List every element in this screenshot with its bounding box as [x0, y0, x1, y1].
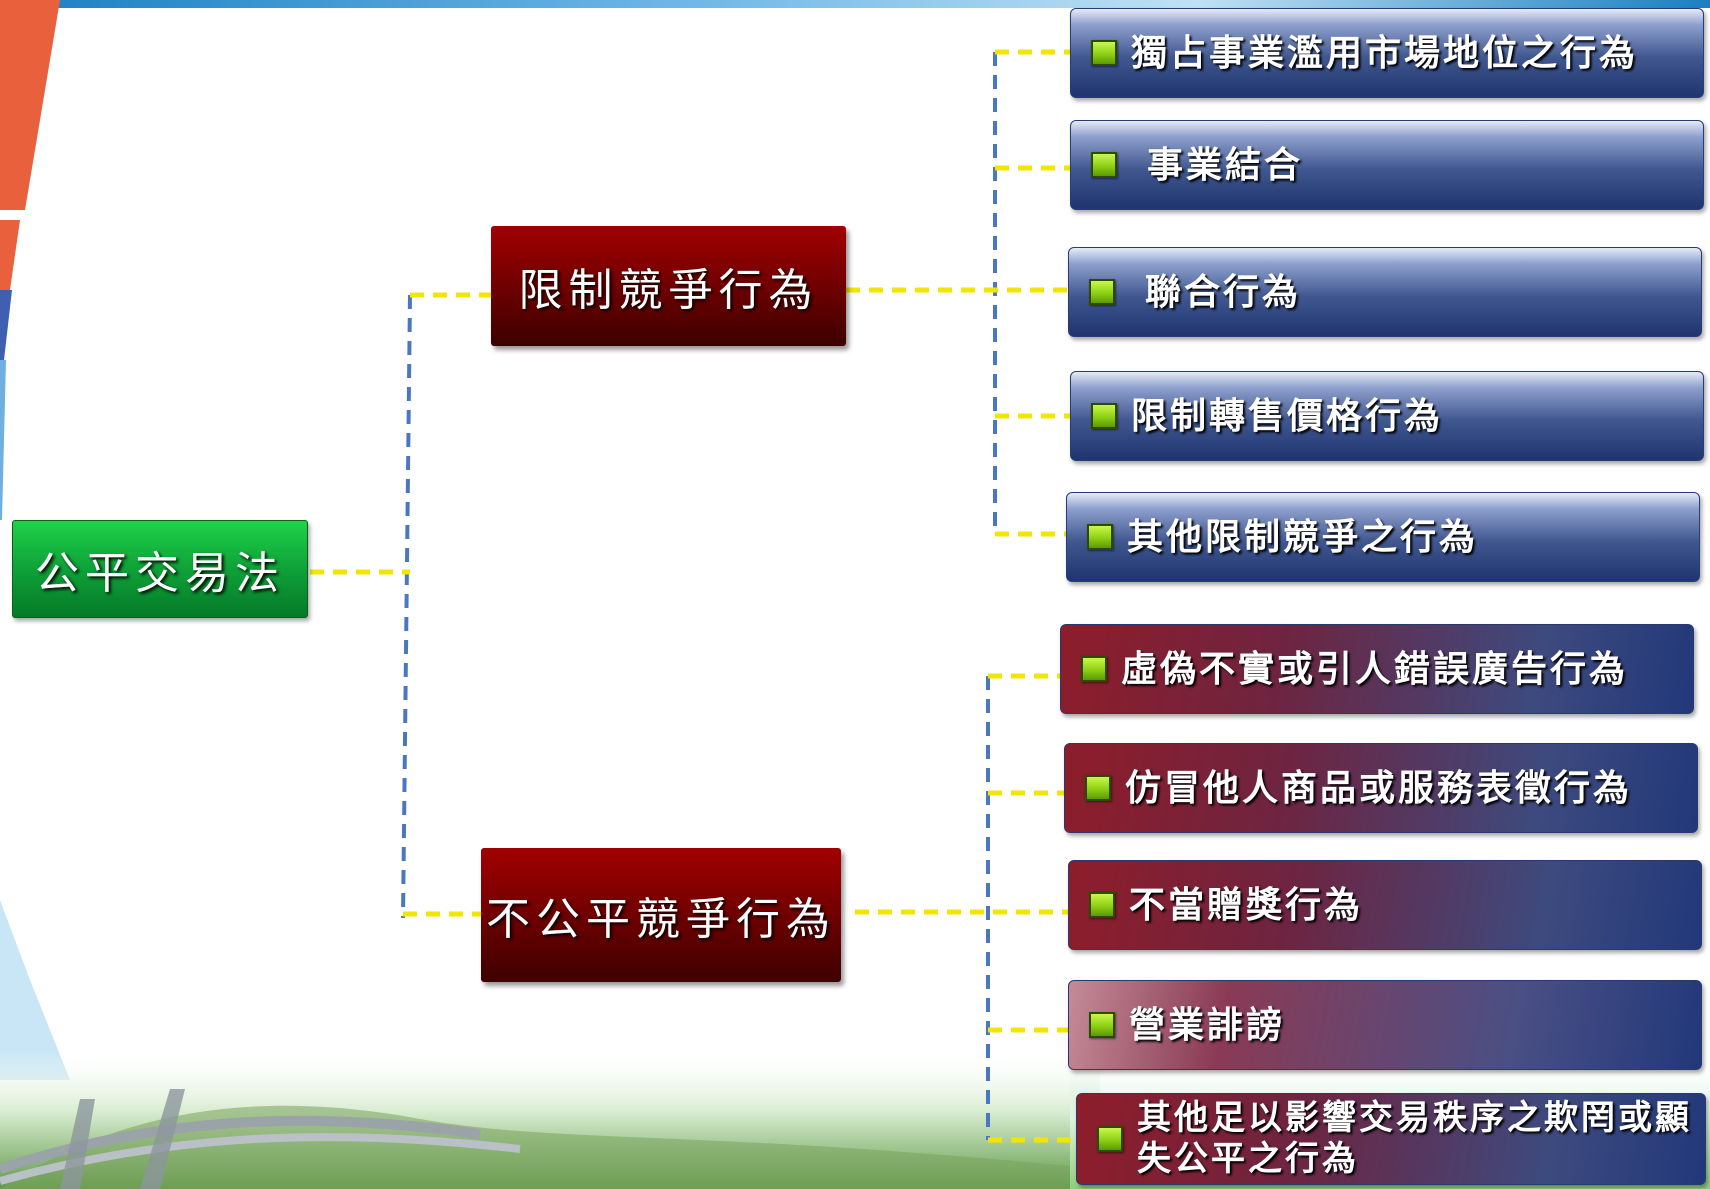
leaf-node: 其他限制競爭之行為	[1066, 492, 1700, 582]
root-spine-line	[401, 294, 412, 919]
leaf-node: 聯合行為	[1068, 247, 1702, 337]
green-square-bullet-icon	[1089, 1012, 1115, 1038]
leaf-node: 仿冒他人商品或服務表徵行為	[1064, 743, 1698, 833]
leaf-node: 獨占事業濫用市場地位之行為	[1070, 8, 1704, 98]
leaf-node: 限制轉售價格行為	[1070, 371, 1704, 461]
leaf-label: 仿冒他人商品或服務表徵行為	[1125, 767, 1633, 809]
leaf-node: 事業結合	[1070, 120, 1704, 210]
left-decorative-stripes	[0, 0, 70, 1080]
leaf-label: 營業誹謗	[1129, 1004, 1286, 1046]
leaf-node: 其他足以影響交易秩序之欺罔或顯失公平之行為	[1076, 1093, 1706, 1185]
green-square-bullet-icon	[1091, 403, 1117, 429]
branch-label: 限制競爭行為	[518, 265, 819, 316]
leaf-label: 聯合行為	[1145, 271, 1302, 313]
leaf-node: 營業誹謗	[1068, 980, 1702, 1070]
leaf-node: 不當贈獎行為	[1068, 860, 1702, 950]
green-square-bullet-icon	[1089, 892, 1115, 918]
green-square-bullet-icon	[1091, 40, 1117, 66]
leaf-label: 限制轉售價格行為	[1131, 395, 1444, 437]
branch-node-unfair-competition: 不公平競爭行為	[481, 848, 841, 982]
leaf-label: 其他限制競爭之行為	[1127, 516, 1479, 558]
leaf-label: 不當贈獎行為	[1129, 884, 1364, 926]
branch-node-restrict-competition: 限制競爭行為	[491, 226, 846, 346]
branch-label: 不公平競爭行為	[486, 894, 836, 945]
leaf-label: 虛偽不實或引人錯誤廣告行為	[1121, 648, 1629, 690]
top-decorative-band	[0, 0, 1710, 8]
green-square-bullet-icon	[1089, 279, 1115, 305]
root-label: 公平交易法	[35, 548, 285, 599]
root-node: 公平交易法	[12, 520, 308, 618]
green-square-bullet-icon	[1081, 656, 1107, 682]
green-square-bullet-icon	[1085, 775, 1111, 801]
green-square-bullet-icon	[1091, 152, 1117, 178]
leaf-label: 其他足以影響交易秩序之欺罔或顯失公平之行為	[1137, 1098, 1692, 1179]
bottom-decorative-highway	[0, 1049, 1100, 1189]
green-square-bullet-icon	[1097, 1126, 1123, 1152]
leaf-label: 事業結合	[1147, 144, 1304, 186]
green-square-bullet-icon	[1087, 524, 1113, 550]
leaf-node: 虛偽不實或引人錯誤廣告行為	[1060, 624, 1694, 714]
leaf-label: 獨占事業濫用市場地位之行為	[1131, 32, 1639, 74]
